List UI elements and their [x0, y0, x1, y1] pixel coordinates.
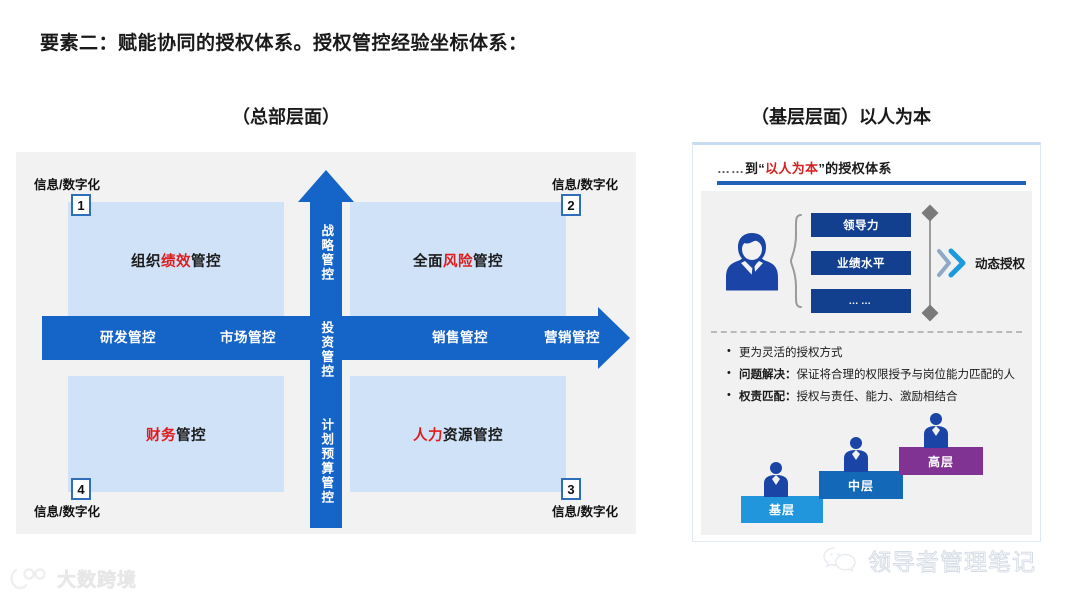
quadrant-number-2: 2 — [561, 194, 581, 216]
hierarchy-stairs-chart: 基层 中层 高层 — [731, 413, 1021, 527]
corner-label-bottom-left: 信息/数字化 — [34, 505, 100, 519]
right-panel-body: 领导力 业绩水平 …… 动态授权 更为灵活的授权方式 问题解决：保证将合理的权限… — [701, 191, 1032, 535]
vertical-label-investment: 投资管控 — [319, 320, 334, 379]
list-item: 问题解决：保证将合理的权限授予与岗位能力匹配的人 — [727, 364, 1020, 385]
horizontal-arrow-head — [598, 307, 630, 369]
quadrant-number-3: 3 — [561, 478, 581, 500]
dashed-separator — [711, 331, 1022, 333]
right-panel-title: ……到“以人为本”的授权体系 — [717, 158, 892, 177]
step-senior: 高层 — [899, 447, 983, 475]
bullet-2-text: 保证将合理的权限授予与岗位能力匹配的人 — [796, 369, 1016, 382]
quadrant-human-resources: 人力资源管控 — [350, 376, 566, 492]
quadrant-4-suffix: 管控 — [176, 427, 206, 444]
quadrant-4-highlight: 财务 — [146, 427, 176, 444]
bullet-list: 更为灵活的授权方式 问题解决：保证将合理的权限授予与岗位能力匹配的人 权责匹配：… — [727, 342, 1020, 409]
horizontal-label-rnd: 研发管控 — [100, 330, 156, 345]
horizontal-label-market: 市场管控 — [220, 330, 276, 345]
quadrant-finance: 财务管控 — [68, 376, 284, 492]
caption-headquarters-level: （总部层面） — [232, 107, 340, 127]
quadrant-2-suffix: 管控 — [473, 253, 503, 270]
quadrant-1-suffix: 管控 — [191, 253, 221, 270]
people-oriented-authorization-panel: ……到“以人为本”的授权体系 领导力 业绩水平 …… — [692, 142, 1041, 542]
watermark-dashukuajing: 大数跨境 — [8, 565, 137, 592]
vertical-arrow-up-icon: 战略管控 投资管控 计划预算管控 — [298, 170, 354, 528]
horizontal-label-sales: 销售管控 — [432, 330, 488, 345]
title-pre: 到“ — [745, 161, 766, 176]
vertical-axis-line — [929, 213, 931, 313]
quadrant-organizational-performance: 组织绩效管控 — [68, 202, 284, 318]
diamond-marker-bottom-icon — [921, 304, 939, 322]
person-figure-senior-icon — [921, 412, 951, 448]
quadrant-2-highlight: 风险 — [443, 253, 473, 270]
quadrant-1-prefix: 组织 — [131, 253, 161, 270]
caption-grassroots-level: （基层层面）以人为本 — [751, 107, 931, 127]
title-leading-dots: …… — [717, 161, 745, 176]
watermark-wechat-account: 领导者管理笔记 — [822, 543, 1036, 577]
quadrant-comprehensive-risk: 全面风险管控 — [350, 202, 566, 318]
person-avatar-icon — [723, 229, 781, 291]
headquarters-control-matrix: 信息/数字化 信息/数字化 信息/数字化 信息/数字化 1 2 3 4 组织绩效… — [16, 152, 636, 534]
dynamic-authorization-label: 动态授权 — [975, 257, 1026, 271]
vertical-label-strategy: 战略管控 — [319, 223, 334, 282]
watermark-right-text: 领导者管理笔记 — [868, 549, 1036, 576]
wechat-icon — [823, 547, 856, 572]
criteria-ellipsis: …… — [811, 289, 911, 313]
diamond-marker-top-icon — [921, 204, 939, 222]
list-item: 权责匹配：授权与责任、能力、激励相结合 — [727, 386, 1020, 407]
vertical-arrow-labels: 战略管控 投资管控 计划预算管控 — [298, 204, 354, 524]
corner-label-bottom-right: 信息/数字化 — [552, 505, 618, 519]
criteria-leadership: 领导力 — [811, 213, 911, 237]
vertical-label-budget: 计划预算管控 — [319, 417, 334, 505]
corner-label-top-left: 信息/数字化 — [34, 178, 100, 192]
bullet-2-strong: 问题解决： — [739, 369, 797, 382]
title-highlight: 以人为本 — [765, 161, 819, 176]
horizontal-label-marketing: 营销管控 — [544, 330, 600, 345]
step-middle: 中层 — [819, 471, 903, 499]
page-title: 要素二：赋能协同的授权体系。授权管控经验坐标体系： — [40, 33, 528, 54]
bullet-1-text: 更为灵活的授权方式 — [739, 347, 843, 359]
quadrant-number-1: 1 — [71, 194, 91, 216]
bullet-3-strong: 权责匹配： — [739, 391, 797, 404]
title-post: ”的授权体系 — [818, 161, 892, 176]
person-figure-middle-icon — [841, 436, 871, 472]
quadrant-3-suffix: 资源管控 — [443, 427, 503, 444]
title-underline-rule — [717, 181, 1026, 185]
curly-brace-icon — [789, 213, 803, 309]
quadrant-3-highlight: 人力 — [413, 427, 443, 444]
vertical-arrow-shaft — [310, 198, 342, 528]
quadrant-1-highlight: 绩效 — [161, 253, 191, 270]
corner-label-top-right: 信息/数字化 — [552, 178, 618, 192]
list-item: 更为灵活的授权方式 — [727, 342, 1020, 363]
person-figure-grassroots-icon — [761, 461, 791, 497]
bullet-3-text: 授权与责任、能力、激励相结合 — [796, 391, 958, 404]
vertical-arrow-head — [298, 170, 354, 202]
step-grassroots: 基层 — [741, 496, 823, 523]
criteria-performance: 业绩水平 — [811, 251, 911, 275]
watermark-left-text: 大数跨境 — [57, 570, 138, 592]
quadrant-2-prefix: 全面 — [413, 253, 443, 270]
quadrant-number-4: 4 — [71, 478, 91, 500]
double-chevron-right-icon — [937, 247, 967, 279]
dashukuajing-logo-icon — [10, 567, 46, 589]
